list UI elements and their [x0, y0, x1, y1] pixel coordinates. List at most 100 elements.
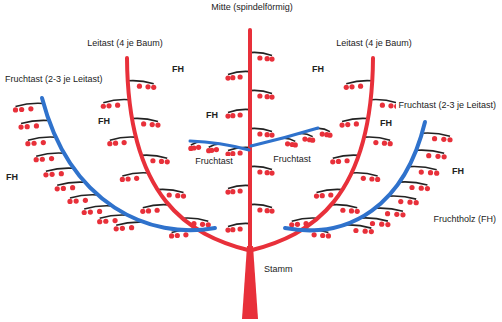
fruit-wood-label: FH — [4, 172, 20, 183]
fruit-dot — [19, 107, 24, 112]
fruit-dot — [265, 94, 270, 99]
fruit-wood-twig — [250, 128, 272, 131]
fruit-dot — [419, 169, 424, 174]
fruit-wood-twig — [46, 168, 74, 171]
fruit-wood-twig — [342, 118, 368, 121]
fruit-dot — [353, 228, 358, 233]
fruit-dot — [426, 153, 431, 158]
fruit-dot — [238, 112, 243, 117]
fruit-dot — [230, 113, 235, 118]
fruit-dot — [388, 103, 393, 108]
branch-label: Fruchtast (2-3 je Leitast) — [3, 74, 105, 85]
fruit-dot — [206, 222, 211, 227]
branch-label: Leitast (4 je Baum) — [85, 38, 165, 49]
fruit-dot — [74, 198, 79, 203]
fruit-dot — [355, 209, 360, 214]
fruit-dot — [230, 227, 235, 232]
fruit-wood-twig — [371, 100, 397, 103]
fruit-dot — [155, 122, 160, 127]
fruit-dot — [238, 226, 243, 231]
fruit-dot — [320, 131, 325, 136]
fruit-dot — [34, 157, 39, 162]
fruit-dot — [70, 185, 75, 190]
fruit-dot — [115, 103, 120, 108]
fruit-dot — [31, 141, 36, 146]
fruit-dot — [225, 228, 230, 233]
fruit-wood-twig — [143, 205, 169, 208]
fruit-dot — [336, 159, 341, 164]
fruit-dot — [358, 84, 363, 89]
fruit-dot — [369, 176, 374, 181]
fruit-dot — [373, 140, 378, 145]
fruit-wood-twig — [360, 218, 388, 221]
fruit-wood-twig — [352, 173, 378, 176]
fruit-wood-twig — [228, 109, 250, 112]
fruit-dot — [113, 141, 118, 146]
fruit-dot — [159, 159, 164, 164]
fruit-dot — [385, 211, 390, 216]
fruit-dot — [289, 222, 294, 227]
fruit-dot — [407, 200, 412, 205]
fruit-dot — [141, 121, 146, 126]
fruit-dot — [394, 212, 399, 217]
fruit-wood-label: FH — [310, 64, 326, 75]
fruit-dot — [181, 193, 186, 198]
fruit-branch — [42, 98, 215, 230]
fruit-dot — [414, 200, 419, 205]
fruit-dot — [169, 233, 174, 238]
fruit-dot — [196, 145, 201, 150]
fruit-dot — [13, 107, 18, 112]
branch-label: Fruchtast (2-3 je Leitast) — [396, 100, 498, 111]
fruit-dot — [269, 133, 274, 138]
fruit-dot — [225, 114, 230, 119]
fruit-wood-twig — [364, 137, 390, 140]
fruit-dot — [379, 222, 384, 227]
trunk — [242, 246, 258, 319]
fruit-dot — [349, 84, 354, 89]
fruit-dot — [225, 76, 230, 81]
fruit-dot — [88, 209, 93, 214]
fruit-dot — [432, 136, 437, 141]
fruit-dot — [175, 233, 180, 238]
fruit-wood-twig — [375, 208, 403, 211]
fruit-dot — [214, 147, 219, 152]
fruit-wood-label: FH — [378, 118, 394, 129]
fruit-dot — [120, 226, 125, 231]
branch-label: Fruchtast — [193, 156, 235, 167]
fruit-dot — [49, 172, 54, 177]
fruit-wood-twig — [57, 182, 85, 185]
fruit-dot — [269, 209, 274, 214]
fruit-dot — [361, 176, 366, 181]
fruit-dot — [112, 218, 117, 223]
fruit-dot — [425, 186, 430, 191]
fruit-dot — [293, 142, 298, 147]
fruit-dot — [345, 122, 350, 127]
fruit-dot — [238, 150, 243, 155]
fruit-dot — [82, 210, 87, 215]
fruit-dot — [382, 141, 387, 146]
fruit-dot — [140, 209, 145, 214]
fruit-wood-twig — [141, 155, 167, 158]
fruit-dot — [330, 159, 335, 164]
fruit-dot — [388, 141, 393, 146]
fruit-dot — [97, 209, 102, 214]
fruit-wood-twig — [346, 81, 372, 84]
branch-label: Mitte (spindelförmig) — [209, 2, 295, 13]
fruit-wood-twig — [250, 166, 272, 169]
fruit-dot — [107, 141, 112, 146]
fruit-wood-twig — [331, 205, 357, 208]
fruit-dot — [175, 193, 180, 198]
fruit-dot — [67, 199, 72, 204]
fruit-wood-twig — [228, 71, 250, 74]
fruit-wood-twig — [28, 137, 56, 140]
fruit-dot — [369, 229, 374, 234]
fruit-dot — [18, 124, 23, 129]
fruit-wood-twig — [110, 137, 136, 140]
fruit-dot — [257, 93, 262, 98]
fruit-dot — [122, 140, 127, 145]
fruit-dot — [312, 232, 317, 237]
fruit-dot — [238, 74, 243, 79]
fruit-wood-label: FH — [170, 64, 186, 75]
fruit-wood-twig — [132, 118, 158, 121]
